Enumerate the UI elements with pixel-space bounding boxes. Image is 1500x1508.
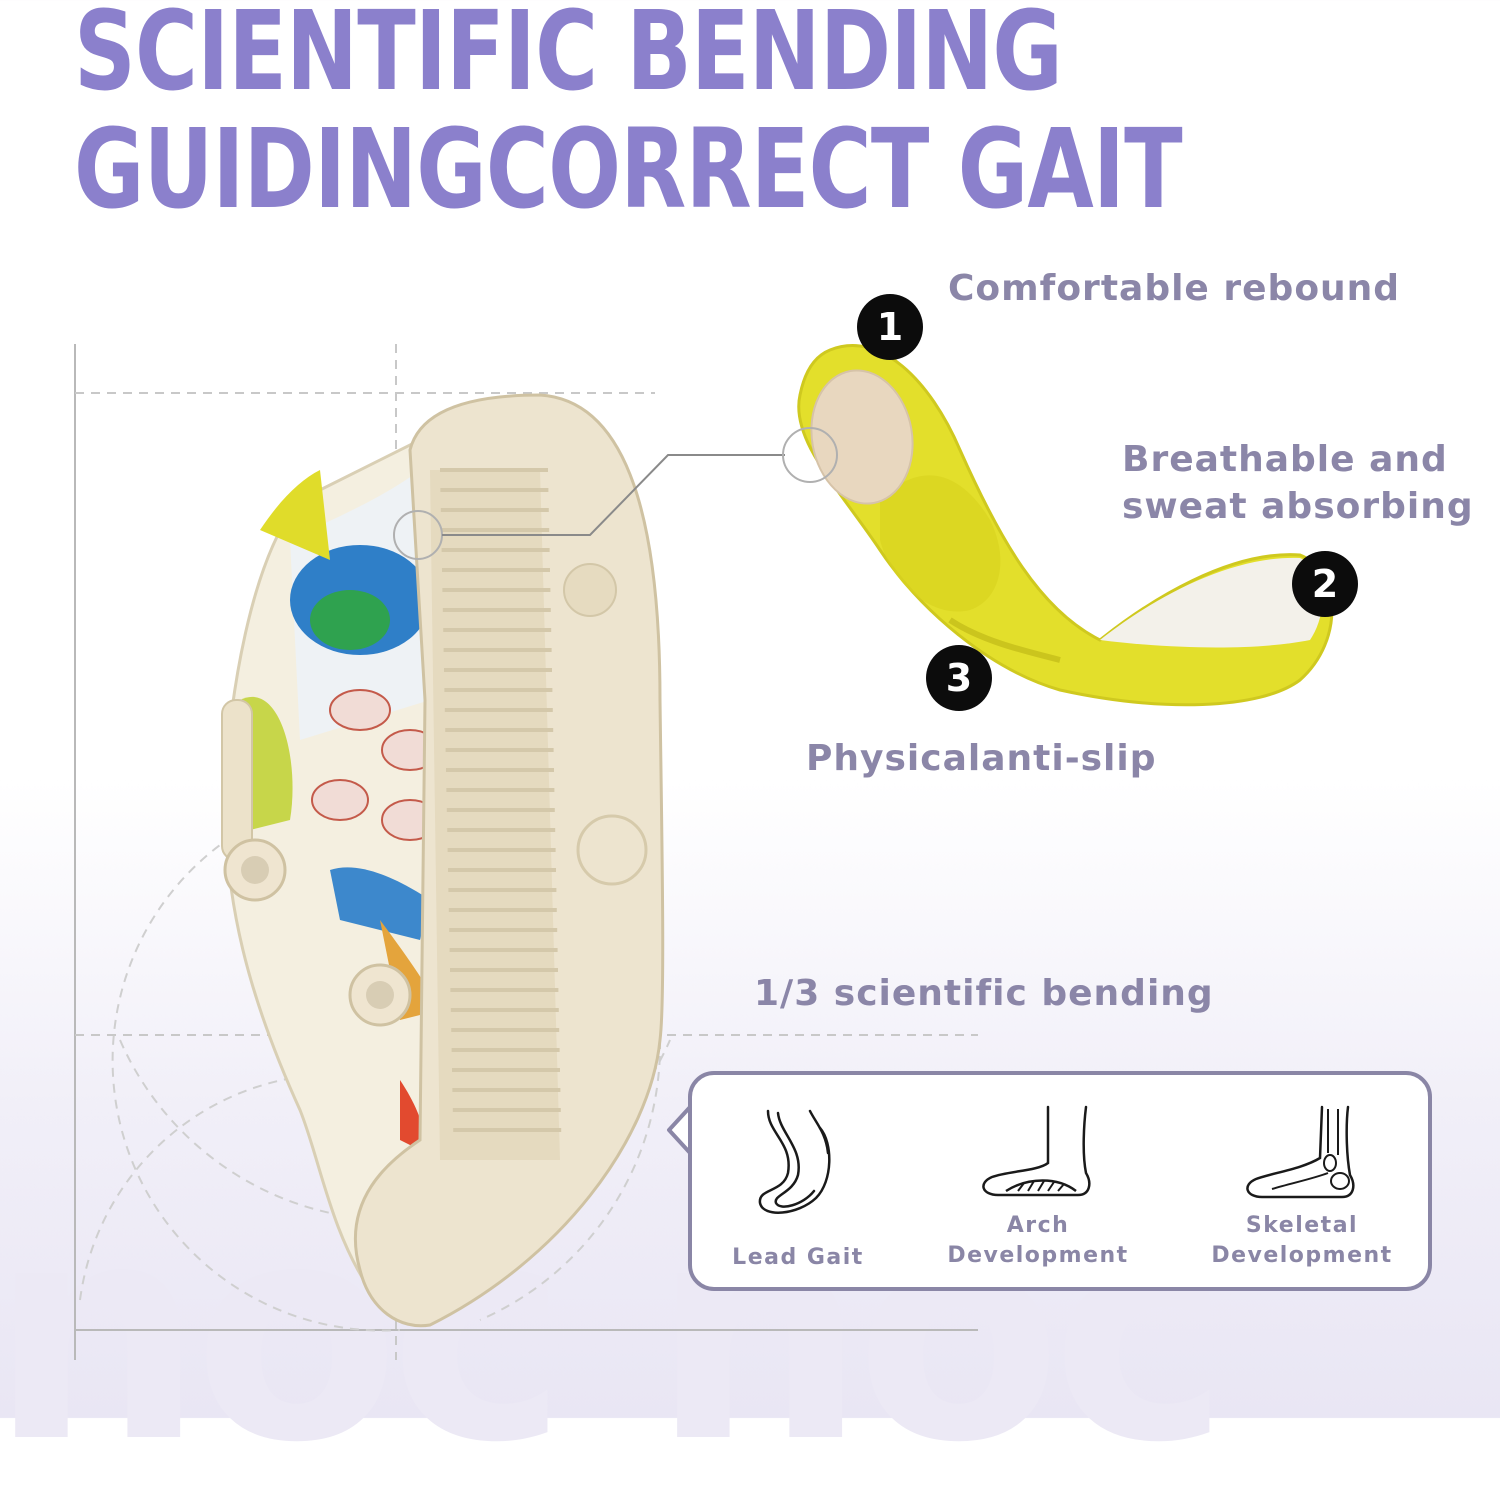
feature-comfortable-rebound: Comfortable rebound (948, 268, 1401, 309)
benefit-skeletal-development-label: Skeletal Development (1211, 1213, 1393, 1268)
sole-tread (440, 468, 562, 1132)
feature-anti-slip: Physicalanti-slip (806, 738, 1157, 779)
benefit-box-tail (667, 1104, 693, 1156)
feature-breathable-line-2: sweat absorbing (1122, 486, 1474, 527)
feature-breathable-line-1: Breathable and (1122, 439, 1448, 480)
benefit-arch-development-label: Arch Development (947, 1213, 1129, 1268)
feature-scientific-bending: 1/3 scientific bending (754, 973, 1214, 1014)
benefit-lead-gait-label: Lead Gait (732, 1245, 864, 1270)
badge-1: 1 (857, 294, 923, 360)
benefit-arch-development: Arch Development (928, 1075, 1148, 1291)
benefit-skeletal-development: Skeletal Development (1192, 1075, 1412, 1291)
benefit-lead-gait: Lead Gait (688, 1075, 908, 1291)
headline-line-1: SCIENTIFIC BENDING (74, 0, 1063, 115)
feature-breathable: Breathable and sweat absorbing (1122, 436, 1474, 530)
page-headline: SCIENTIFIC BENDING GUIDINGCORRECT GAIT (74, 0, 1183, 233)
insole-image (782, 344, 1334, 707)
benefits-panel: Lead Gait Arch Development Skeletal Deve… (688, 1071, 1432, 1291)
foot-skeleton-icon (1246, 1105, 1355, 1199)
badge-3: 3 (926, 645, 992, 711)
badge-2: 2 (1292, 551, 1358, 617)
foot-arch-icon (982, 1105, 1091, 1197)
foot-gait-icon (758, 1109, 831, 1214)
shoe-image (221, 393, 785, 1328)
headline-line-2: GUIDINGCORRECT GAIT (74, 105, 1183, 233)
